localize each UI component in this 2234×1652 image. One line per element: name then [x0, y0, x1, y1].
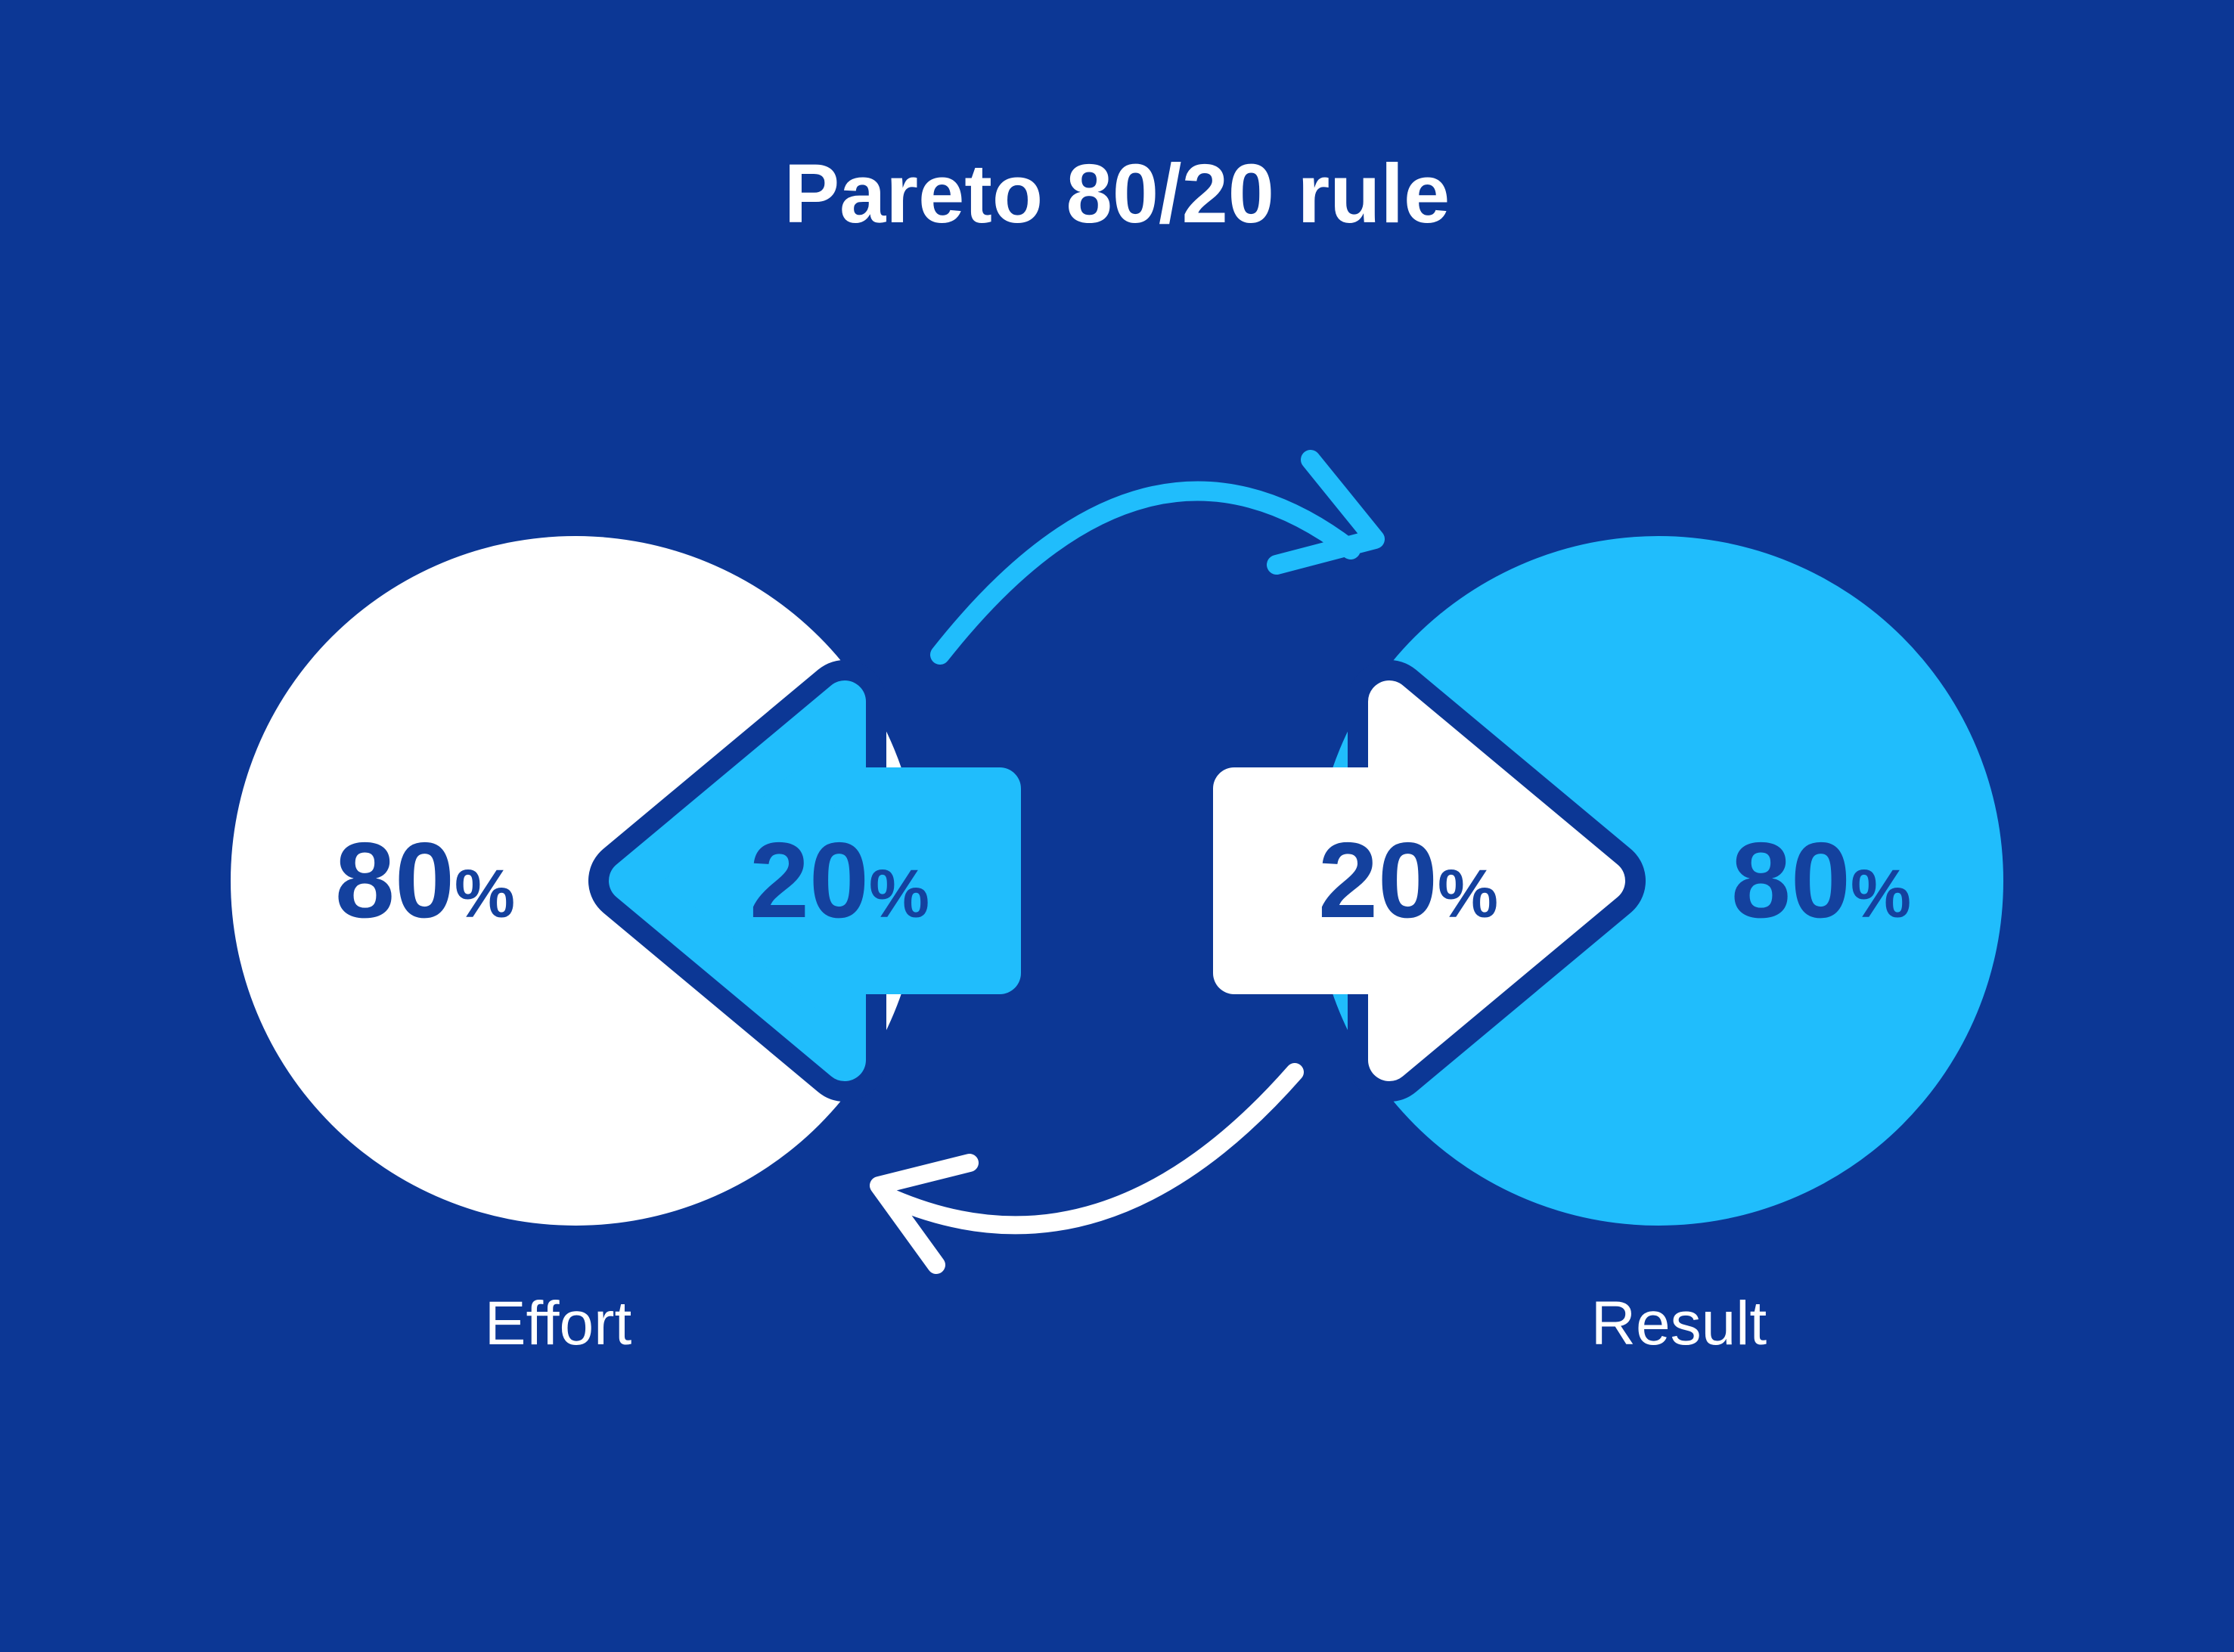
effort-circle-percent: 80% [335, 820, 515, 941]
left-arrow-icon [609, 680, 1021, 1081]
result-circle [1314, 536, 2003, 1226]
effort-arrow-percent: 20% [749, 820, 929, 941]
cycle-arrow-top-icon [930, 450, 1385, 665]
result-arrow-percent: 20% [1318, 820, 1498, 941]
right-arrow-icon [1213, 680, 1625, 1081]
result-label: Result [1591, 1289, 1767, 1358]
result-circle-percent: 80% [1731, 820, 1911, 941]
cycle-arrow-bottom-icon [870, 1063, 1304, 1274]
effort-label: Effort [485, 1289, 632, 1358]
effort-circle [231, 536, 920, 1226]
page-title: Pareto 80/20 rule [784, 147, 1450, 240]
